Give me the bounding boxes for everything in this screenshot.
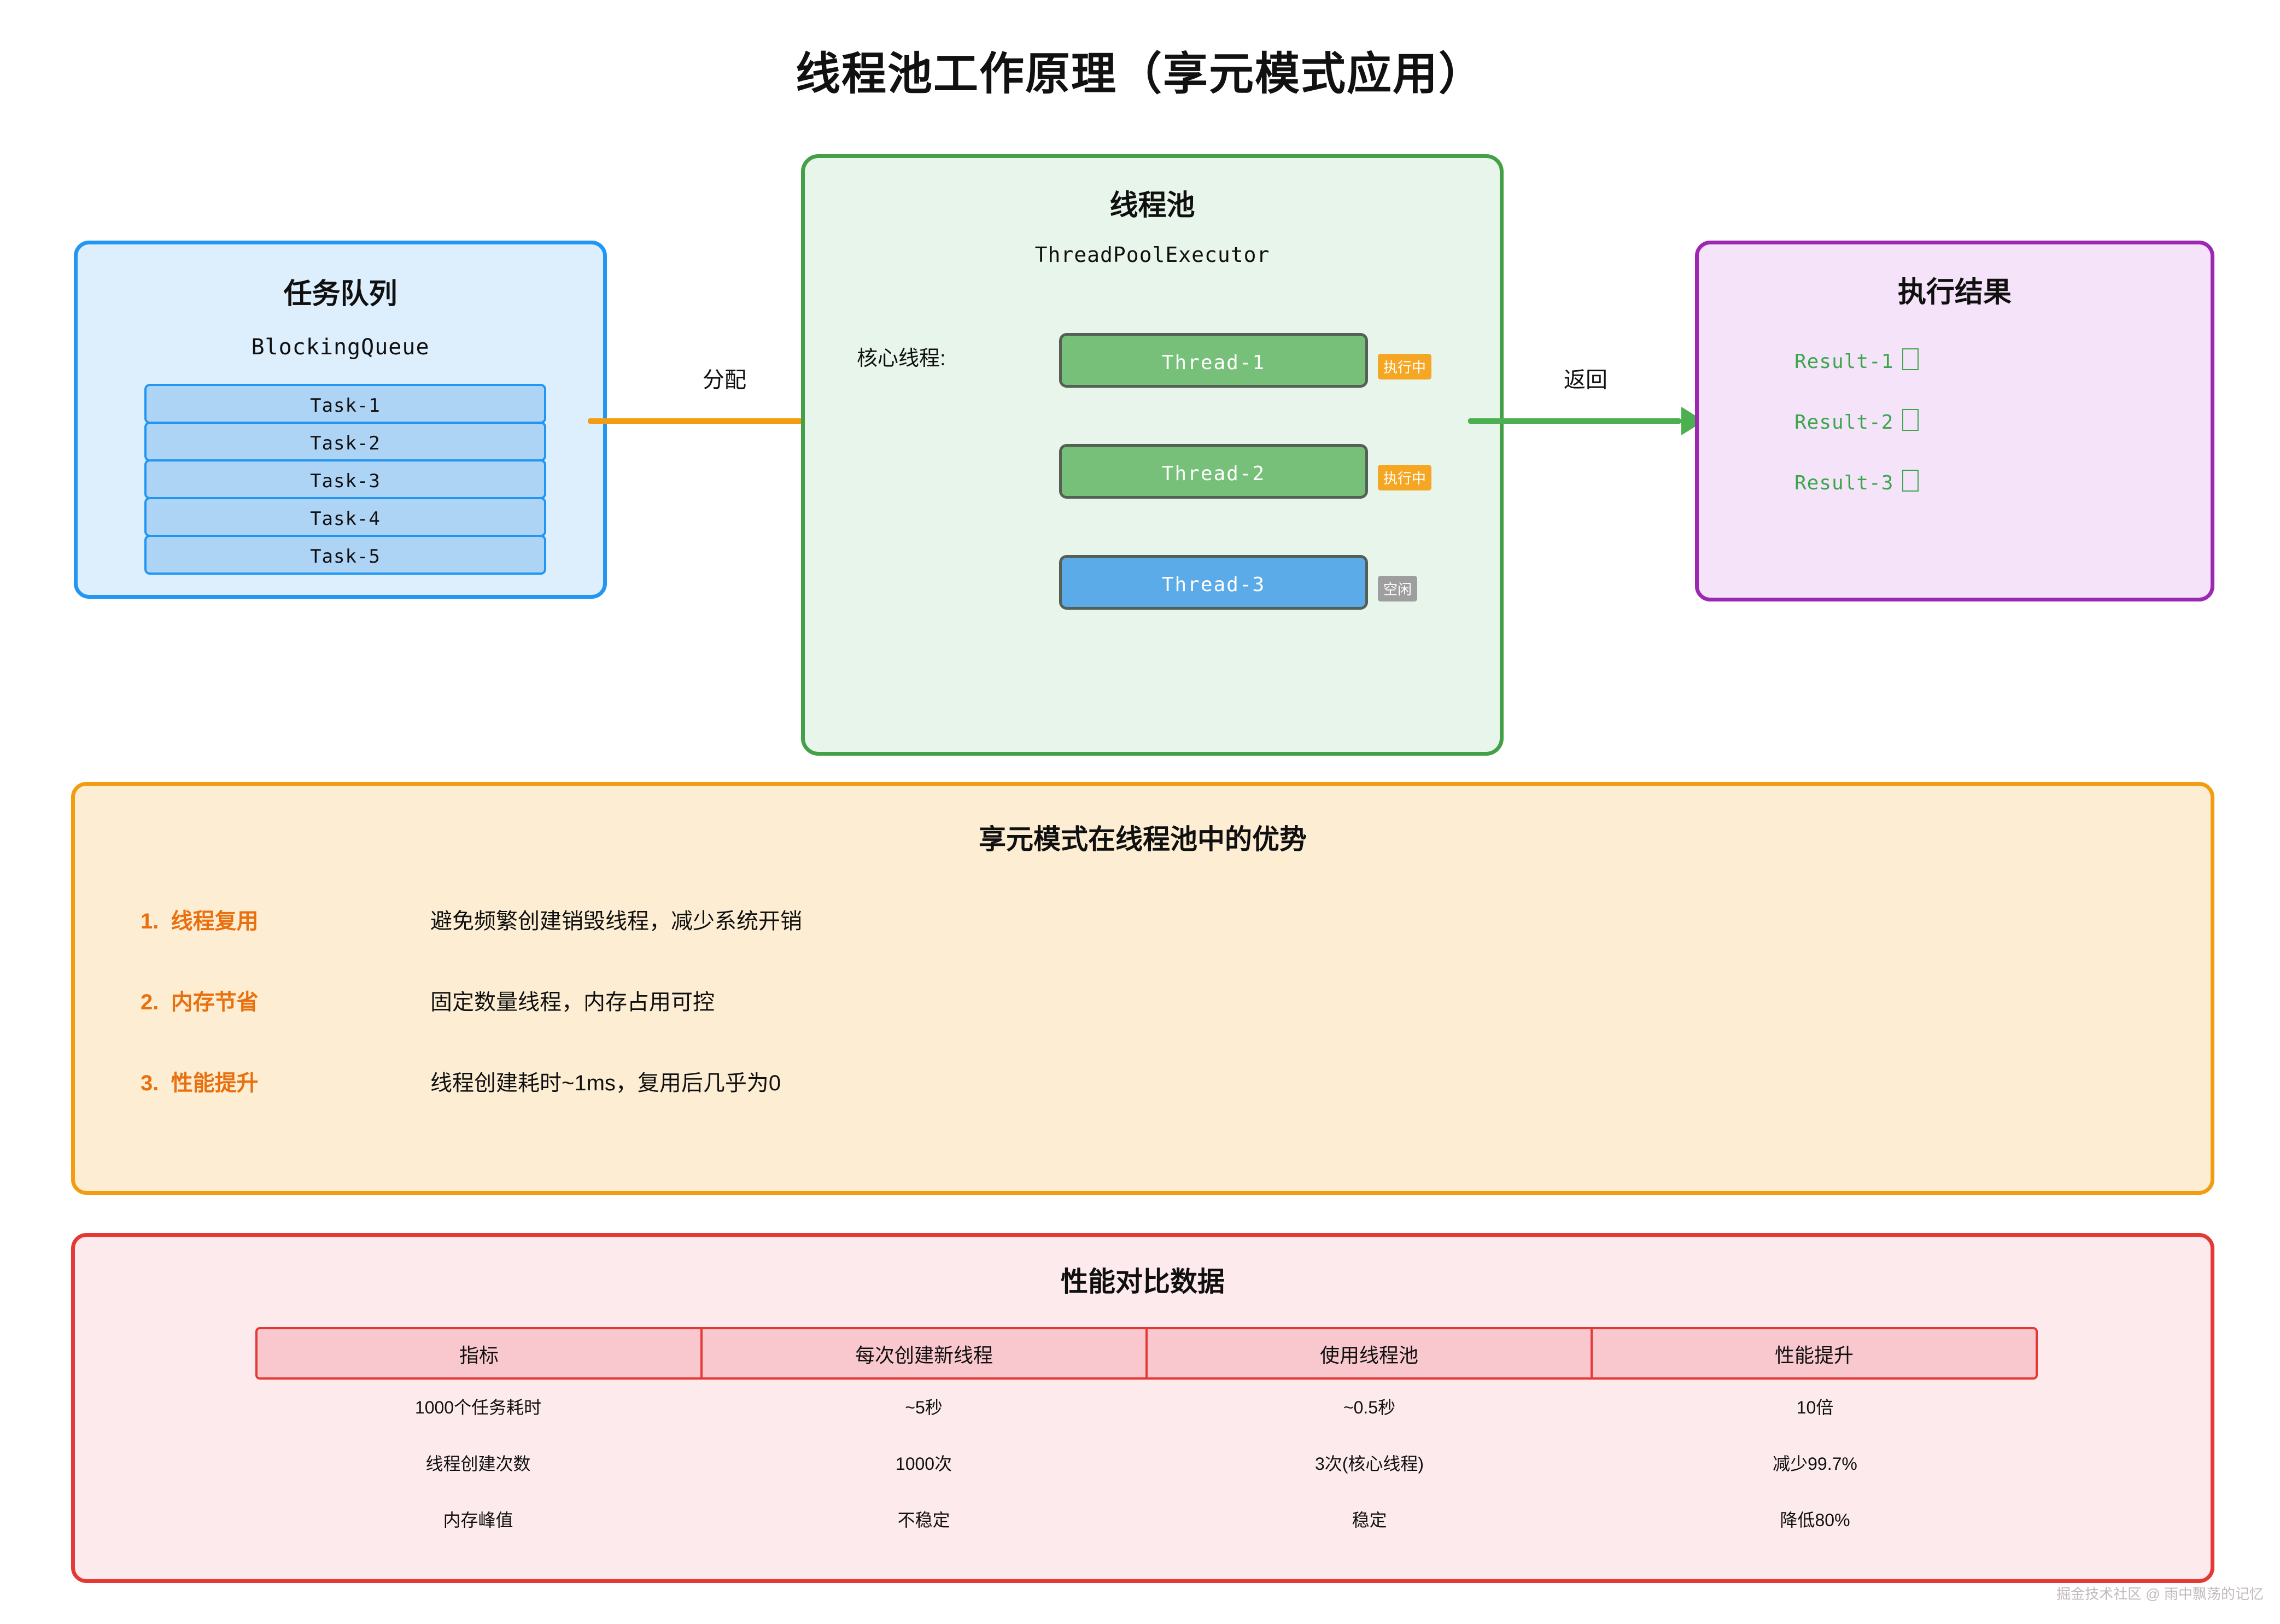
arrow-line [588, 418, 839, 424]
list-item: 1. 线程复用 避免频繁创建销毁线程，减少系统开销 [141, 903, 2178, 936]
performance-panel: 性能对比数据 指标 每次创建新线程 使用线程池 性能提升 1000个任务耗时 ~… [71, 1233, 2214, 1583]
advantage-label: 线程复用 [171, 909, 259, 933]
thread-pool-subtitle: ThreadPoolExecutor [1034, 243, 1270, 267]
advantage-desc: 线程创建耗时~1ms，复用后几乎为0 [430, 1071, 781, 1095]
check-box-icon [1902, 470, 1919, 492]
advantage-desc: 固定数量线程，内存占用可控 [430, 990, 715, 1014]
advantages-panel: 享元模式在线程池中的优势 1. 线程复用 避免频繁创建销毁线程，减少系统开销 2… [71, 782, 2214, 1195]
task-list: Task-1 Task-2 Task-3 Task-4 Task-5 [144, 384, 546, 575]
check-box-icon [1902, 409, 1919, 431]
result-list: Result-1 Result-2 Result-3 [1794, 348, 1919, 530]
list-item[interactable]: Task-2 [144, 422, 546, 462]
core-threads-label: 核心线程: [857, 347, 946, 370]
list-item: 3. 性能提升 线程创建耗时~1ms，复用后几乎为0 [141, 1065, 2178, 1098]
table-cell: 1000次 [895, 1454, 952, 1474]
table-header-row: 指标 每次创建新线程 使用线程池 性能提升 [255, 1327, 2038, 1380]
table-row: 1000个任务耗时 ~5秒 ~0.5秒 10倍 [255, 1380, 2038, 1436]
table-row: 线程创建次数 1000次 3次(核心线程) 减少99.7% [255, 1436, 2038, 1492]
result-label: Result-1 [1794, 350, 1894, 373]
watermark: 掘金技术社区 @ 雨中飘荡的记忆 [2056, 1586, 2264, 1602]
performance-table: 指标 每次创建新线程 使用线程池 性能提升 1000个任务耗时 ~5秒 ~0.5… [255, 1327, 2038, 1549]
status-badge-thread-3: 空闲 [1378, 576, 1418, 601]
advantage-name: 1. 线程复用 [141, 903, 259, 935]
table-cell: 线程创建次数 [425, 1454, 531, 1474]
status-badge-thread-1: 执行中 [1378, 354, 1432, 379]
advantage-index: 3. [141, 1071, 159, 1095]
table-cell: ~5秒 [905, 1398, 943, 1417]
list-item[interactable]: Task-4 [144, 497, 546, 537]
thread-box-3[interactable]: Thread-3 [1059, 555, 1368, 610]
list-item[interactable]: Task-3 [144, 459, 546, 499]
column-header: 使用线程池 [1145, 1327, 1593, 1380]
result-label: Result-3 [1794, 472, 1894, 494]
advantage-index: 1. [141, 909, 159, 933]
arrow-line [1468, 418, 1681, 424]
table-cell: ~0.5秒 [1343, 1398, 1396, 1417]
thread-list: Thread-1 执行中 Thread-2 执行中 Thread-3 空闲 [1059, 333, 1475, 666]
advantage-label: 性能提升 [171, 1071, 259, 1095]
thread-row: Thread-1 执行中 [1059, 333, 1475, 388]
status-badge-thread-2: 执行中 [1378, 465, 1432, 490]
task-queue-panel: 任务队列 BlockingQueue Task-1 Task-2 Task-3 … [74, 241, 607, 599]
page-title: 线程池工作原理（享元模式应用） [795, 49, 1484, 99]
thread-box-1[interactable]: Thread-1 [1059, 333, 1368, 388]
thread-box-2[interactable]: Thread-2 [1059, 444, 1368, 499]
thread-pool-panel: 线程池 ThreadPoolExecutor 核心线程: Thread-1 执行… [801, 154, 1504, 756]
check-box-icon [1902, 348, 1919, 370]
table-cell: 降低80% [1780, 1510, 1850, 1530]
allocate-arrow-label: 分配 [703, 368, 746, 392]
column-header: 指标 [255, 1327, 703, 1380]
table-cell: 1000个任务耗时 [414, 1398, 542, 1417]
result-panel: 执行结果 Result-1 Result-2 Result-3 [1695, 241, 2214, 601]
performance-title: 性能对比数据 [1061, 1266, 1225, 1297]
table-cell: 稳定 [1352, 1510, 1387, 1530]
table-cell: 内存峰值 [443, 1510, 513, 1530]
list-item[interactable]: Task-5 [144, 535, 546, 575]
table-cell: 减少99.7% [1773, 1454, 1857, 1474]
advantages-list: 1. 线程复用 避免频繁创建销毁线程，减少系统开销 2. 内存节省 固定数量线程… [141, 903, 2178, 1146]
return-arrow: 返回 [1468, 368, 1704, 437]
thread-row: Thread-3 空闲 [1059, 555, 1475, 610]
advantage-name: 2. 内存节省 [141, 984, 259, 1016]
table-row: 内存峰值 不稳定 稳定 降低80% [255, 1492, 2038, 1549]
thread-row: Thread-2 执行中 [1059, 444, 1475, 499]
column-header: 每次创建新线程 [700, 1327, 1148, 1380]
table-cell: 不稳定 [897, 1510, 950, 1530]
table-cell: 3次(核心线程) [1314, 1454, 1424, 1474]
advantage-desc: 避免频繁创建销毁线程，减少系统开销 [430, 909, 802, 933]
result-title: 执行结果 [1897, 277, 2012, 308]
return-arrow-label: 返回 [1564, 368, 1607, 392]
list-item: Result-2 [1794, 409, 1919, 434]
task-queue-title: 任务队列 [283, 278, 397, 310]
list-item[interactable]: Task-1 [144, 384, 546, 424]
advantage-name: 3. 性能提升 [141, 1065, 259, 1097]
list-item: 2. 内存节省 固定数量线程，内存占用可控 [141, 984, 2178, 1017]
result-label: Result-2 [1794, 411, 1894, 434]
thread-pool-title: 线程池 [1109, 190, 1195, 221]
advantage-index: 2. [141, 990, 159, 1014]
list-item: Result-1 [1794, 348, 1919, 373]
advantage-label: 内存节省 [171, 990, 259, 1014]
table-cell: 10倍 [1796, 1398, 1834, 1417]
list-item: Result-3 [1794, 470, 1919, 494]
task-queue-subtitle: BlockingQueue [251, 335, 430, 360]
column-header: 性能提升 [1591, 1327, 2038, 1380]
advantages-title: 享元模式在线程池中的优势 [979, 824, 1307, 855]
